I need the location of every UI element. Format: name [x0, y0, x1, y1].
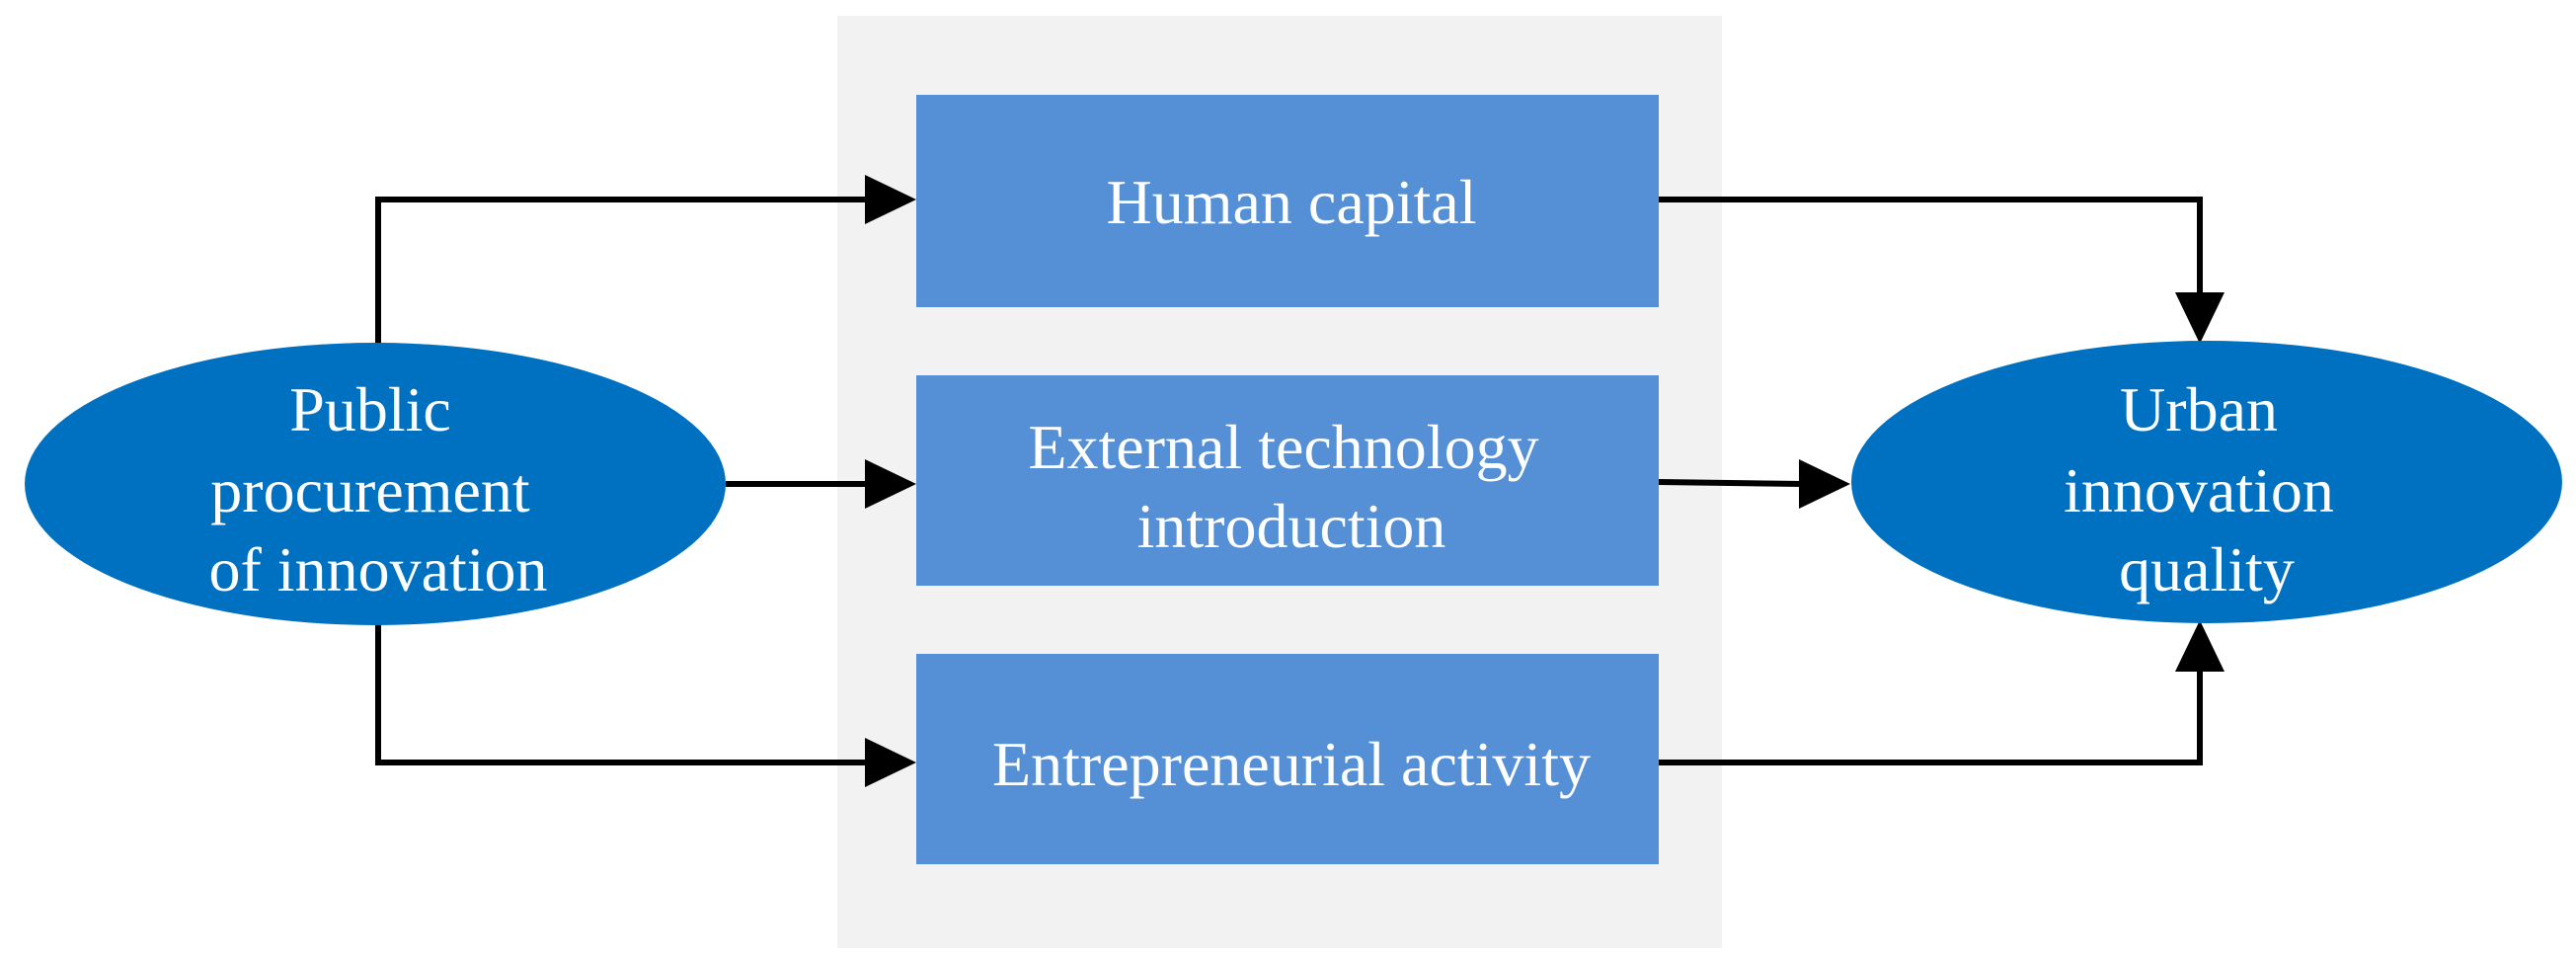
node-urban-innovation-quality: Urban innovation quality	[1851, 341, 2562, 623]
arrowhead-external-technology	[865, 459, 916, 509]
edge-external-technology-to-outcome	[1658, 479, 1804, 487]
arrowhead-outcome-bottom	[2175, 620, 2225, 672]
node-entrepreneurial-activity: Entrepreneurial activity	[916, 654, 1659, 864]
arrowhead-outcome-middle	[1799, 459, 1850, 509]
entrepreneurial-activity-label: Entrepreneurial activity	[992, 729, 1591, 799]
external-technology-label: External technology introduction	[1028, 412, 1554, 561]
source-label: Public procurement of innovation	[208, 374, 547, 604]
arrowhead-human-capital	[865, 175, 916, 224]
external-technology-label-line-2: introduction	[1137, 491, 1446, 561]
outcome-label: Urban innovation quality	[2064, 374, 2350, 604]
source-ellipse	[25, 343, 726, 625]
outcome-label-line-3: quality	[2119, 534, 2295, 604]
outcome-label-line-1: Urban	[2120, 374, 2278, 444]
arrowhead-outcome-top	[2175, 292, 2225, 344]
human-capital-label: Human capital	[1107, 167, 1477, 237]
human-capital-box	[916, 95, 1659, 307]
external-technology-label-line-1: External technology	[1028, 412, 1538, 482]
source-label-line-1: Public	[289, 374, 451, 444]
edge-source-to-entrepreneurial	[375, 620, 869, 765]
external-technology-box	[916, 375, 1659, 586]
outcome-label-line-2: innovation	[2064, 455, 2334, 525]
node-public-procurement: Public procurement of innovation	[25, 343, 726, 625]
outcome-ellipse	[1851, 341, 2562, 623]
edges	[375, 175, 2225, 787]
node-external-technology-introduction: External technology introduction	[916, 375, 1659, 586]
edge-source-to-human-capital	[375, 197, 869, 395]
edge-human-capital-to-outcome	[1659, 197, 2203, 296]
source-label-line-3: of innovation	[208, 534, 547, 604]
edge-entrepreneurial-to-outcome	[1659, 668, 2203, 765]
source-label-line-2: procurement	[210, 455, 530, 525]
arrowhead-entrepreneurial	[865, 738, 916, 787]
node-human-capital: Human capital	[916, 95, 1659, 307]
entrepreneurial-activity-box	[916, 654, 1659, 864]
